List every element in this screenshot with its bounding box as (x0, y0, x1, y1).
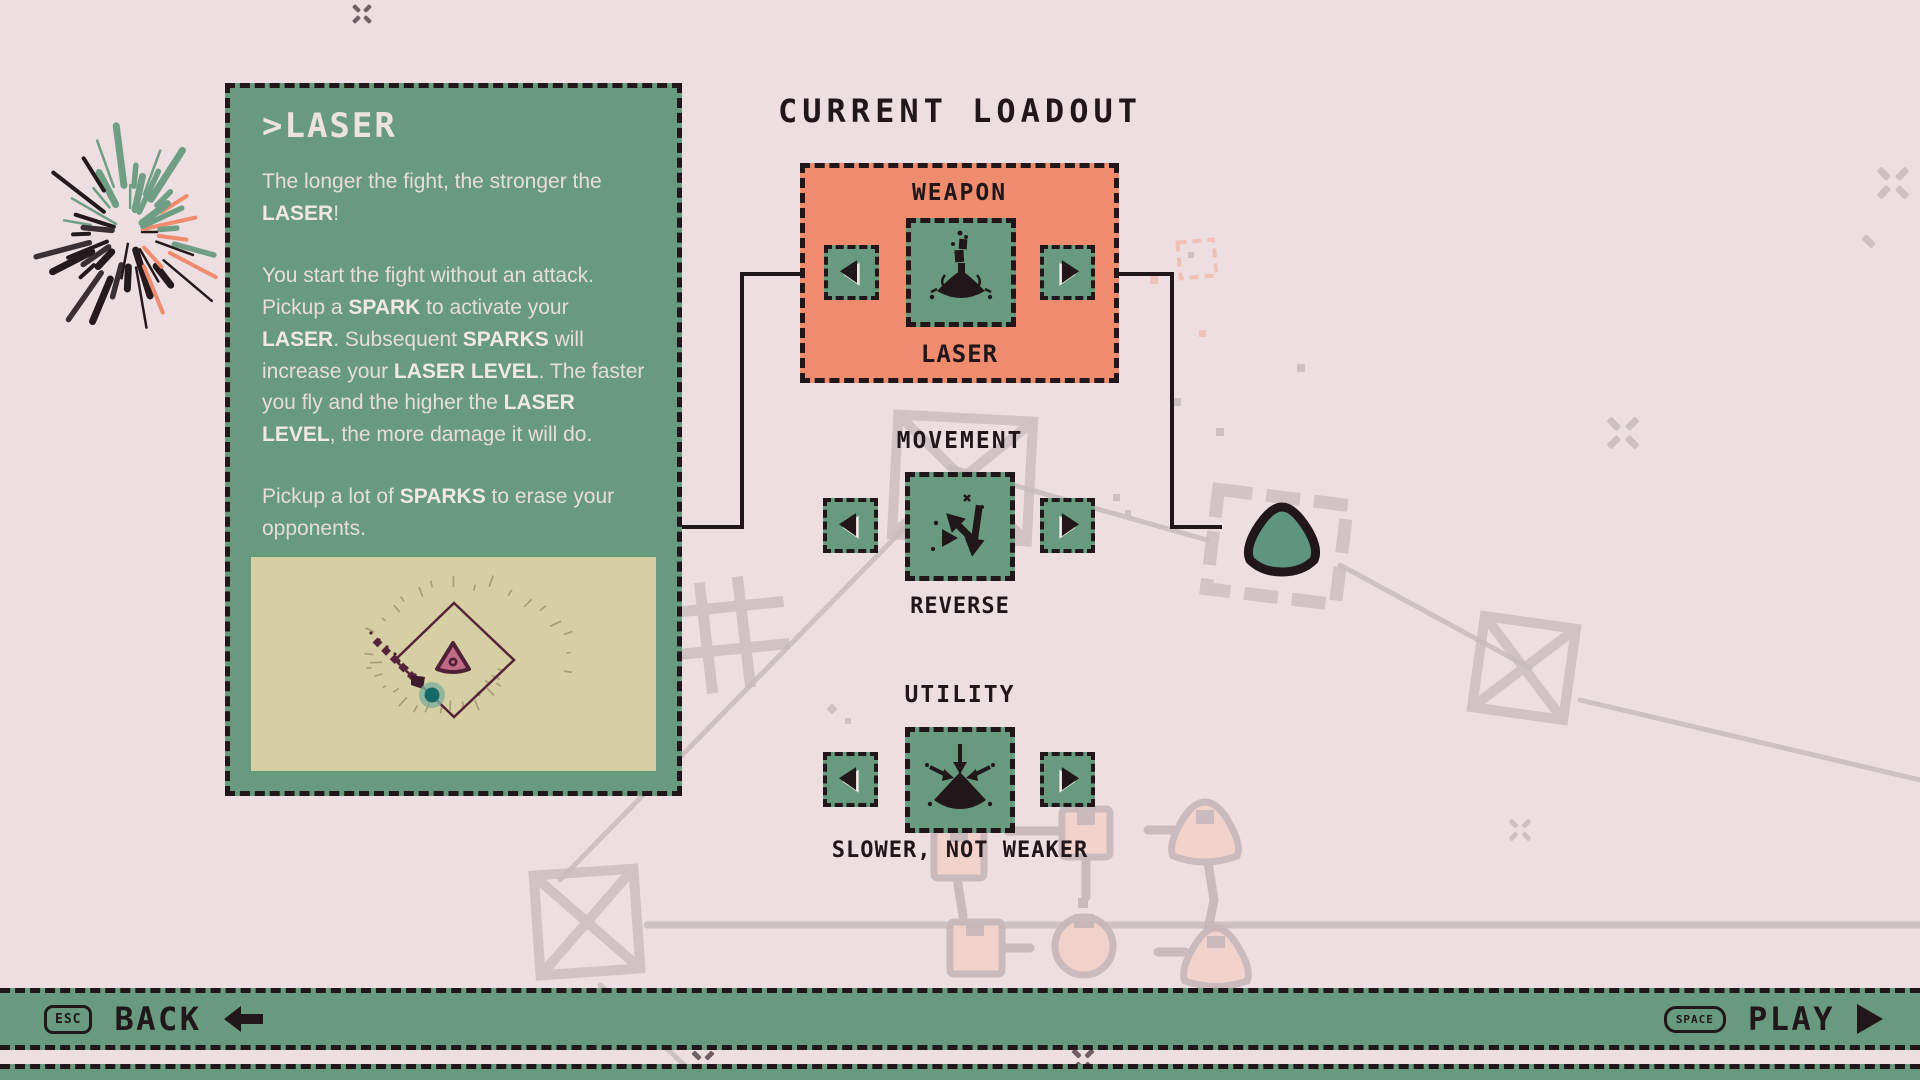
gem-node-icon (1244, 502, 1320, 577)
page-title: CURRENT LOADOUT (778, 92, 1142, 130)
preview-canvas (364, 575, 573, 719)
space-keycap: SPACE (1663, 1005, 1726, 1033)
back-button[interactable]: ESC BACK (44, 1000, 264, 1038)
play-arrow-icon (1857, 1003, 1883, 1034)
trail-arrow-icon (411, 675, 425, 689)
weapon-slot: WEAPON (800, 163, 1119, 383)
arrow-left-icon (838, 767, 859, 793)
arrow-left-icon (839, 260, 860, 286)
utility-selected-label: SLOWER, NOT WEAKER (831, 838, 1089, 863)
bottom-edge-strip (0, 1064, 1920, 1080)
movement-slot-icon-box (905, 472, 1015, 581)
weapon-slot-icon-box (906, 218, 1016, 327)
weapon-selected-label: LASER (920, 340, 999, 368)
laser-icon (929, 230, 993, 299)
footer-bar: ESC BACK SPACE PLAY (0, 988, 1920, 1050)
info-paragraph: The longer the fight, the stronger the L… (262, 170, 602, 225)
weapon-prev-button[interactable] (824, 245, 879, 300)
arrow-right-icon (1059, 513, 1080, 539)
info-panel: >LASER The longer the fight, the stronge… (225, 83, 682, 796)
movement-category-label: MOVEMENT (896, 428, 1024, 454)
info-panel-title: >LASER (262, 106, 397, 146)
slower-not-weaker-icon (925, 744, 995, 809)
weapon-category-label: WEAPON (911, 180, 1008, 206)
weapon-next-button[interactable] (1040, 245, 1095, 300)
movement-prev-button[interactable] (823, 498, 878, 553)
info-paragraph: You start the fight without an attack. P… (262, 263, 645, 447)
preview-image (251, 557, 656, 771)
play-label: PLAY (1747, 1000, 1835, 1038)
arrow-right-icon (1059, 260, 1080, 286)
play-button[interactable]: SPACE PLAY (1663, 1000, 1884, 1038)
reverse-icon (931, 493, 985, 557)
arrow-left-icon (838, 513, 859, 539)
player-dot-icon (424, 687, 440, 703)
back-arrow-icon (223, 1005, 263, 1032)
info-paragraph: Pickup a lot of SPARKS to erase your opp… (262, 485, 615, 541)
esc-keycap: ESC (44, 1004, 93, 1034)
utility-next-button[interactable] (1040, 752, 1095, 807)
movement-next-button[interactable] (1040, 498, 1095, 553)
arrow-right-icon (1059, 767, 1080, 793)
utility-prev-button[interactable] (823, 752, 878, 807)
utility-slot-icon-box (905, 727, 1015, 833)
movement-selected-label: REVERSE (910, 594, 1010, 619)
burst-decoration (33, 122, 218, 329)
info-panel-body: The longer the fight, the stronger the L… (262, 166, 647, 575)
utility-category-label: UTILITY (904, 682, 1016, 708)
back-label: BACK (114, 1000, 202, 1038)
